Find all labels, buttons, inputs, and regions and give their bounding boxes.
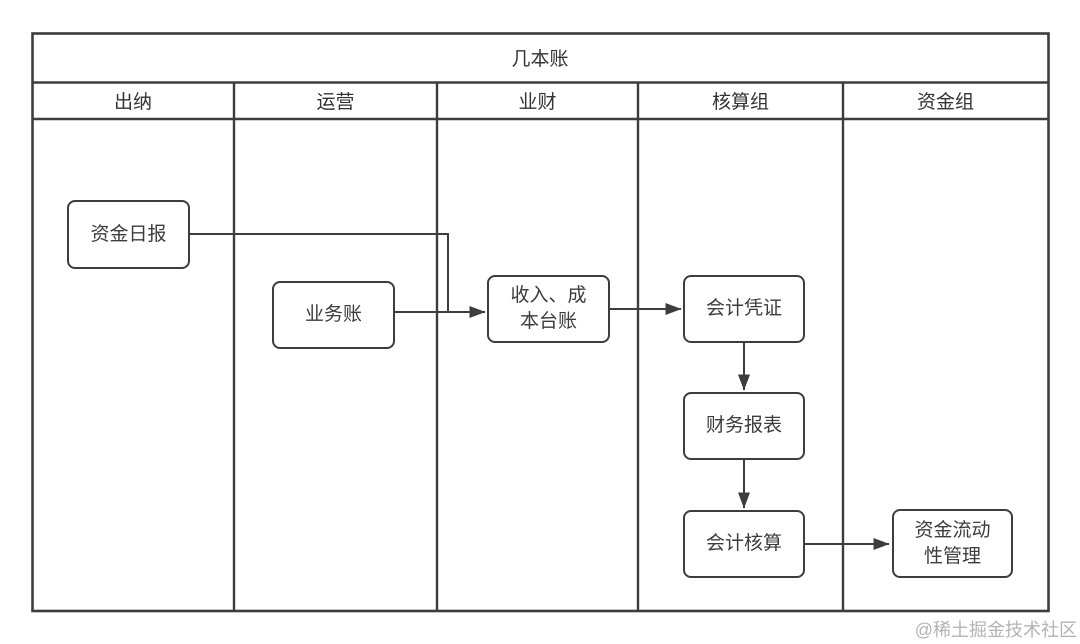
- node-label: 资金日报: [90, 223, 167, 245]
- node-business-ledger: 业务账: [272, 281, 395, 349]
- diagram-title: 几本账: [511, 49, 569, 70]
- node-label-line1: 资金流动: [914, 519, 991, 541]
- node-label: 财务报表: [705, 415, 782, 436]
- watermark-text: @稀土掘金技术社区: [914, 620, 1077, 640]
- node-accounting-voucher: 会计凭证: [683, 275, 805, 343]
- lane-header-funds-group: 资金组: [916, 92, 974, 113]
- lane-header-biz-finance: 业财: [518, 92, 557, 113]
- node-funds-daily-report: 资金日报: [67, 200, 190, 269]
- lane-header-accounting-group: 核算组: [711, 92, 769, 113]
- lane-header-cashier: 出纳: [113, 92, 152, 113]
- lane-header-operations: 运营: [316, 92, 355, 113]
- node-label: 会计核算: [705, 533, 782, 554]
- node-label: 会计凭证: [705, 298, 782, 319]
- node-label-line1: 收入、成: [510, 285, 587, 306]
- node-label-line2: 本台账: [519, 311, 577, 332]
- table-frame: [31, 32, 1050, 613]
- node-income-cost-ledger: 收入、成 本台账: [487, 275, 610, 343]
- edge-funds-daily-to-income-cost: [190, 233, 449, 312]
- node-liquidity-management: 资金流动 性管理: [892, 509, 1013, 578]
- node-financial-statements: 财务报表: [683, 392, 805, 460]
- node-label: 业务账: [304, 304, 362, 325]
- node-accounting-verification: 会计核算: [683, 510, 805, 578]
- node-label-line2: 性管理: [923, 545, 981, 567]
